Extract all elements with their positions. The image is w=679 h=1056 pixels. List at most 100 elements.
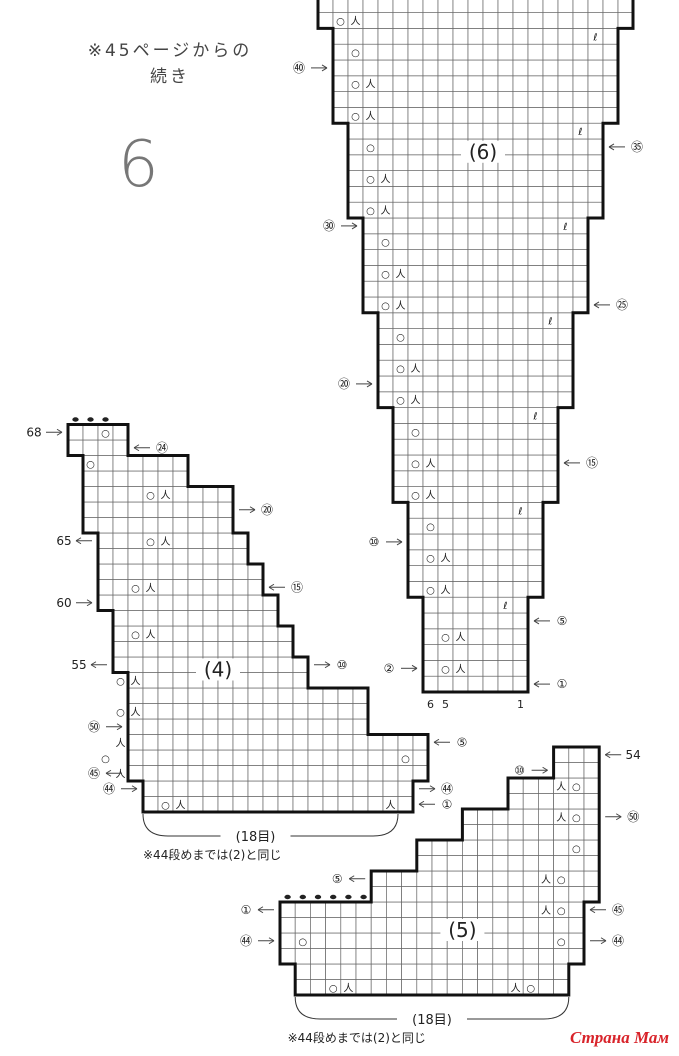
grid-cell [322,734,339,751]
grid-cell [522,855,539,872]
grid-cell [477,824,494,841]
grid-cell [407,517,424,535]
grid-cell [467,628,484,645]
grid-cell [467,217,484,235]
yarn-over-symbol: ○ [557,937,566,948]
grid-cell [347,91,364,108]
grid-cell [437,59,454,77]
grid-cell [422,138,439,156]
grid-cell [482,549,499,566]
grid-cell [557,91,574,108]
grid-cell [467,28,484,45]
grid-cell [292,718,309,735]
yarn-over-symbol: ○ [161,800,170,811]
grid-cell [355,917,372,934]
grid-cell [527,12,544,29]
grid-cell [482,517,499,535]
grid-cell [482,596,499,614]
row-arrow-head [321,64,328,72]
grid-cell [377,91,394,108]
grid-cell [497,549,514,566]
grid-cell [542,217,559,235]
grid-cell [217,625,234,642]
grid-cell [142,455,159,472]
grid-cell [527,280,544,298]
grid-cell [507,901,524,918]
grid-cell [512,517,529,535]
grid-cell [467,502,484,519]
grid-cell [347,154,364,171]
brace-gap [397,1011,467,1027]
row-label: ① [442,797,453,811]
grid-cell [482,107,499,124]
grid-cell [497,517,514,535]
grid-cell [522,963,539,980]
bind-off-dot [87,417,94,422]
grid-cell [277,656,294,673]
grid-cell [112,532,129,549]
grid-cell [325,901,342,918]
yarn-over-symbol: ○ [441,633,450,644]
grid-cell [422,502,439,519]
grid-cell [422,201,439,219]
grid-cell [232,734,249,751]
grid-cell [382,780,399,797]
grid-cell [542,296,559,314]
grid-cell [446,870,463,887]
grid-cell [362,122,379,140]
grid-cell [527,344,544,361]
grid-cell [482,359,499,377]
grid-cell [452,423,469,440]
grid-cell [422,186,439,203]
grid-cell [497,75,514,92]
k2tog-symbol: 人 [366,110,376,122]
row-label: ⑮ [586,456,598,470]
yarn-over-symbol: ○ [131,583,140,594]
grid-cell [337,734,354,751]
twisted-stitch-symbol: ℓ [593,32,597,43]
grid-cell [340,963,357,980]
k2tog-symbol: 人 [426,458,436,470]
grid-cell [452,265,469,282]
yarn-over-symbol: ○ [116,676,125,687]
grid-cell [557,122,574,140]
yarn-over-symbol: ○ [351,111,360,122]
grid-cell [512,438,529,456]
grid-cell [482,186,499,203]
grid-cell [392,170,409,187]
grid-cell [97,532,114,549]
grid-cell [512,170,529,187]
grid-cell [542,423,559,440]
grid-cell [553,948,570,965]
grid-cell [572,170,589,187]
grid-cell [482,75,499,92]
grid-cell [512,454,529,472]
grid-cell [492,963,509,980]
grid-cell [553,746,570,763]
grid-cell [157,780,174,797]
grid-cell [386,963,402,980]
yarn-over-symbol: ○ [381,301,390,312]
grid-cell [407,533,424,551]
grid-cell [497,170,514,187]
grid-cell [67,424,84,441]
yarn-over-symbol: ○ [101,754,110,765]
grid-cell [187,687,204,704]
grid-cell [217,594,234,611]
grid-cell [97,548,114,565]
row-label: ⑮ [291,580,303,594]
grid-cell [217,718,234,735]
grid-cell [587,122,604,140]
grid-cell [497,644,514,661]
grid-cell [467,660,484,677]
grid-cell [157,656,174,673]
grid-cell [142,672,159,689]
grid-cell [142,517,159,534]
grid-cell [497,217,514,235]
grid-cell [467,249,484,266]
grid-cell [422,59,439,77]
grid-cell [542,201,559,219]
grid-cell [572,249,589,266]
row-label: ㉟ [631,140,643,154]
grid-cell [512,344,529,361]
